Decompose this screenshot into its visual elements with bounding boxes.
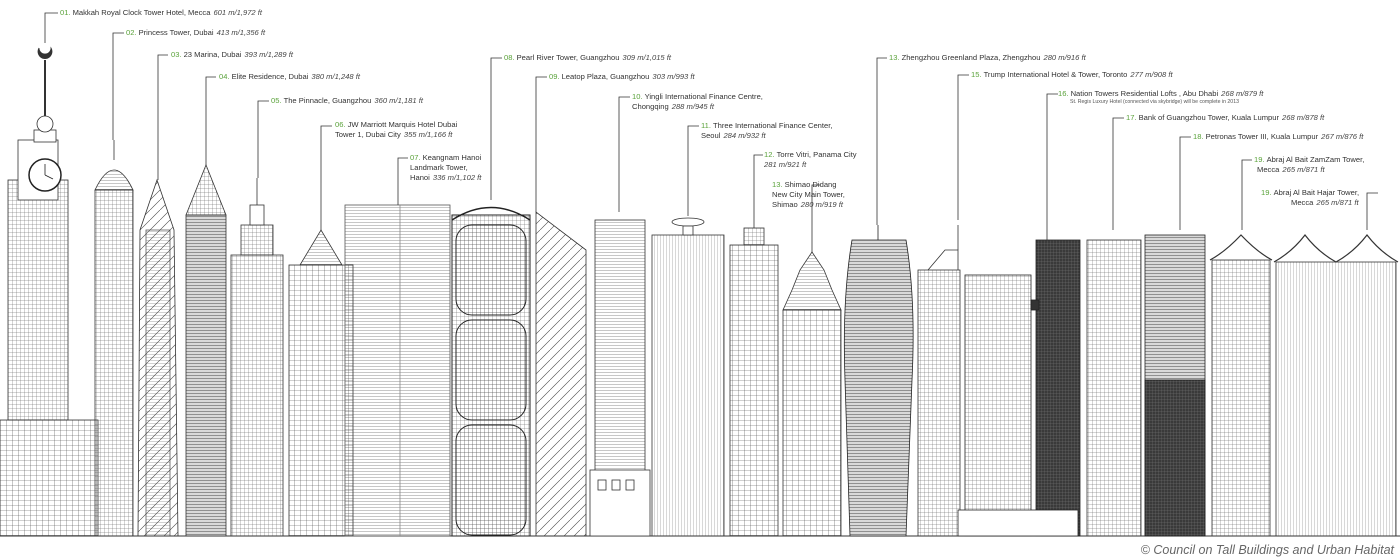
- copyright-credit: © Council on Tall Buildings and Urban Ha…: [1140, 543, 1394, 557]
- label-building-15: 15.Trump International Hotel & Tower, To…: [971, 70, 1173, 79]
- building-10-yingli-ifc: [589, 219, 651, 537]
- building-16-nation-towers: [957, 239, 1081, 537]
- building-11-three-ifc-seoul: [651, 217, 725, 537]
- leader-lines: [44, 12, 1378, 240]
- label-building-16: 16.Nation Towers Residential Lofts , Abu…: [1058, 89, 1264, 98]
- building-05-the-pinnacle: [230, 178, 284, 537]
- footnote-st-regis: St. Regis Luxury Hotel (connected via sk…: [1070, 99, 1239, 105]
- building-18-petronas-tower-iii: [1144, 234, 1206, 537]
- building-02-princess-tower: [94, 140, 134, 537]
- building-08-pearl-river-tower: [451, 206, 531, 537]
- building-17-bank-of-guangzhou: [1086, 239, 1142, 537]
- building-13b-zhengzhou-greenland: [843, 225, 914, 537]
- label-building-10: 10.Yingli International Finance Centre, …: [632, 92, 763, 111]
- building-15-trump-toronto: [917, 225, 961, 537]
- label-building-06: 06.JW Marriott Marquis Hotel Dubai Tower…: [335, 120, 458, 139]
- label-building-01: 01.Makkah Royal Clock Tower Hotel, Mecca…: [60, 8, 262, 17]
- building-19b-hajar-tower: [1273, 234, 1399, 537]
- building-01-makkah-clock-tower: [0, 46, 99, 537]
- label-building-13: 13.Shimao Didang New City Main Tower, Sh…: [772, 180, 845, 209]
- building-04-elite-residence: [185, 150, 227, 537]
- building-19-zamzam-tower: [1209, 234, 1273, 537]
- building-12-torre-vitri: [729, 218, 779, 537]
- building-06-jw-marriott: [288, 183, 354, 537]
- building-03-23-marina: [137, 155, 179, 537]
- label-building-17: 17.Bank of Guangzhou Tower, Kuala Lumpur…: [1126, 113, 1325, 122]
- label-building-12: 12.Torre Vitri, Panama City 281 m/921 ft: [764, 150, 857, 169]
- building-07-keangnam: [344, 204, 451, 537]
- label-building-11: 11.Three International Finance Center, S…: [701, 121, 833, 140]
- building-13-shimao-didang: [782, 225, 842, 537]
- building-09-leatop-plaza: [535, 200, 587, 537]
